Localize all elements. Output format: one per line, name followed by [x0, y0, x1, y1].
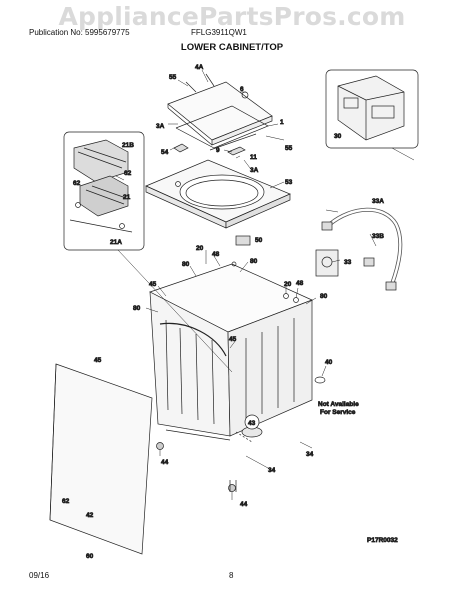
callout-60: 60: [86, 553, 94, 560]
callout-33A: 33A: [372, 198, 384, 205]
leader-lines: [115, 69, 377, 500]
wire-clip: [314, 376, 326, 384]
callout-30: 30: [334, 133, 342, 140]
page-number: 8: [229, 571, 234, 580]
drawing-code: P17R0032: [367, 537, 398, 544]
callout-43: 43: [248, 420, 256, 427]
callout-80: 80: [320, 293, 328, 300]
callout-44: 44: [161, 459, 169, 466]
callout-48: 48: [212, 251, 220, 258]
callout-62: 62: [73, 180, 81, 187]
front-panel: [49, 363, 153, 555]
callout-9: 9: [216, 147, 220, 154]
callout-55: 55: [169, 74, 177, 81]
callout-45: 45: [229, 336, 237, 343]
publication-number: Publication No: 5995679775: [29, 28, 130, 37]
inlet-hose: [315, 207, 403, 291]
callout-40: 40: [325, 359, 333, 366]
callout-62: 62: [62, 498, 70, 505]
callout-21: 21: [123, 194, 131, 201]
callout-34: 34: [306, 451, 314, 458]
callout-42: 42: [86, 512, 94, 519]
callout-45: 45: [94, 357, 102, 364]
callout-45: 45: [149, 281, 157, 288]
callout-80: 80: [182, 261, 190, 268]
footer-date: 09/16: [29, 571, 50, 580]
callout-48: 48: [296, 280, 304, 287]
callout-3A: 3A: [250, 167, 259, 174]
callout-80: 80: [133, 305, 141, 312]
dispenser-inset: [63, 131, 145, 251]
callout-80: 80: [250, 258, 258, 265]
callout-20: 20: [284, 281, 292, 288]
not-available-note-line-1: Not Available: [318, 401, 359, 408]
callout-3A: 3A: [156, 123, 165, 130]
model-number: FFLG3911QW1: [191, 28, 247, 37]
callout-6: 6: [240, 86, 244, 93]
callout-33: 33: [344, 259, 352, 266]
control-panel-inset: [325, 69, 419, 149]
callout-21B: 21B: [122, 142, 134, 149]
page-title: LOWER CABINET/TOP: [180, 42, 284, 53]
callout-21A: 21A: [110, 239, 122, 246]
callout-34: 34: [268, 467, 276, 474]
callout-20: 20: [196, 245, 204, 252]
cabinet: [149, 235, 313, 492]
callout-55: 55: [285, 145, 293, 152]
callout-53: 53: [285, 179, 293, 186]
callout-4A: 4A: [195, 64, 204, 71]
callout-1: 1: [280, 119, 284, 126]
callout-54: 54: [161, 149, 169, 156]
callout-44: 44: [240, 501, 248, 508]
callout-50: 50: [255, 237, 263, 244]
watermark: AppliancePartsPros.com: [58, 2, 406, 31]
callout-62: 62: [124, 170, 132, 177]
callout-33B: 33B: [372, 233, 384, 240]
top-cover: [145, 159, 291, 229]
callout-11: 11: [250, 154, 257, 161]
not-available-note-line-2: For Service: [320, 409, 356, 416]
lid-assembly: [167, 73, 273, 156]
